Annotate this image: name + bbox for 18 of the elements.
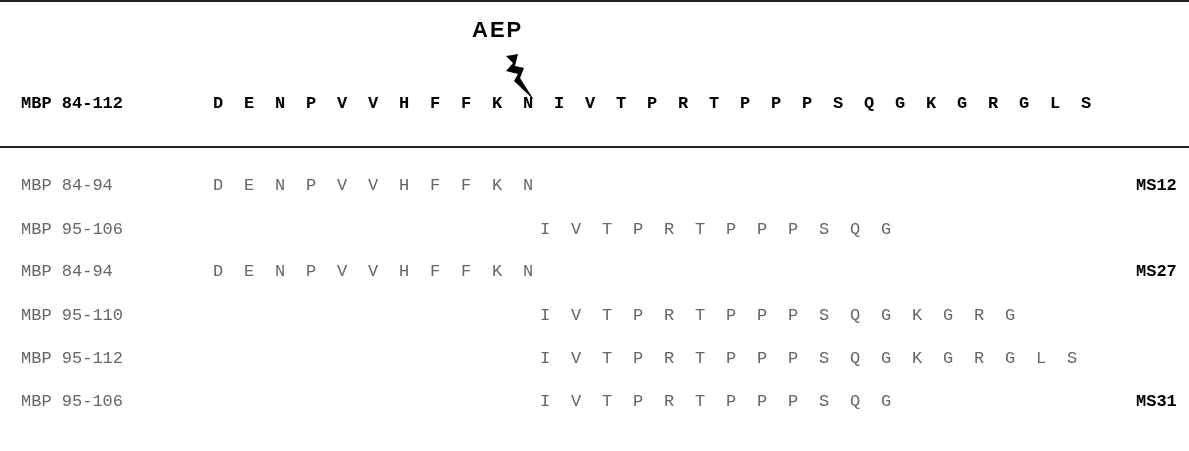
sequence: I V T P R T P P P S Q G <box>540 392 897 412</box>
peptide-name: MBP 95-106 <box>21 392 124 412</box>
peptide-name: MBP 95-110 <box>21 306 124 326</box>
sequence: D E N P V V H F F K N I V T P R T P P P S Q G K G R G L S <box>213 94 1097 114</box>
sample-label: MS31 <box>1136 392 1177 412</box>
sequence: D E N P V V H F F K N <box>213 176 539 196</box>
sequence: I V T P R T P P P S Q G K G R G L S <box>540 349 1083 369</box>
peptide-name: MBP 95-106 <box>21 220 124 240</box>
peptide-name: MBP 84-94 <box>21 262 113 282</box>
peptide-name: MBP 84-94 <box>21 176 113 196</box>
peptide-name: MBP 95-112 <box>21 349 124 369</box>
sequence: I V T P R T P P P S Q G <box>540 220 897 240</box>
sequence: I V T P R T P P P S Q G K G R G <box>540 306 1021 326</box>
peptide-name: MBP 84-112 <box>21 94 124 114</box>
sequence: D E N P V V H F F K N <box>213 262 539 282</box>
sample-label: MS12 <box>1136 176 1177 196</box>
enzyme-label: AEP <box>472 20 524 40</box>
sample-label: MS27 <box>1136 262 1177 282</box>
